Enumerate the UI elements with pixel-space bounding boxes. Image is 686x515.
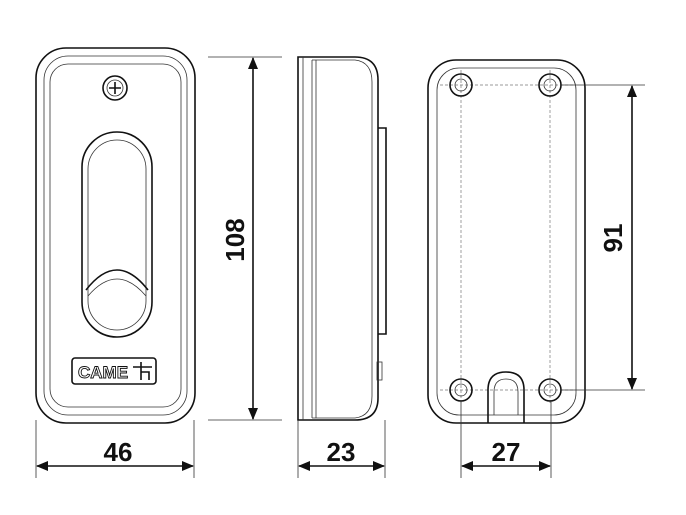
dimension-91: 91 [560, 84, 645, 391]
svg-text:91: 91 [598, 224, 628, 253]
dimension-108: 108 [208, 56, 282, 421]
front-view: CAME [35, 47, 196, 424]
screw-hole-icon [449, 73, 473, 97]
screw-icon [102, 75, 128, 101]
dimension-46: 46 [35, 420, 195, 478]
dimension-23: 23 [297, 420, 386, 478]
push-button [81, 131, 153, 338]
back-view [427, 59, 586, 424]
svg-text:46: 46 [104, 437, 133, 467]
came-logo: CAME [71, 357, 157, 385]
svg-text:108: 108 [220, 218, 250, 261]
dimension-27: 27 [460, 400, 552, 478]
side-view [297, 56, 387, 421]
svg-text:CAME: CAME [78, 363, 128, 382]
svg-text:23: 23 [327, 437, 356, 467]
svg-text:27: 27 [492, 437, 521, 467]
